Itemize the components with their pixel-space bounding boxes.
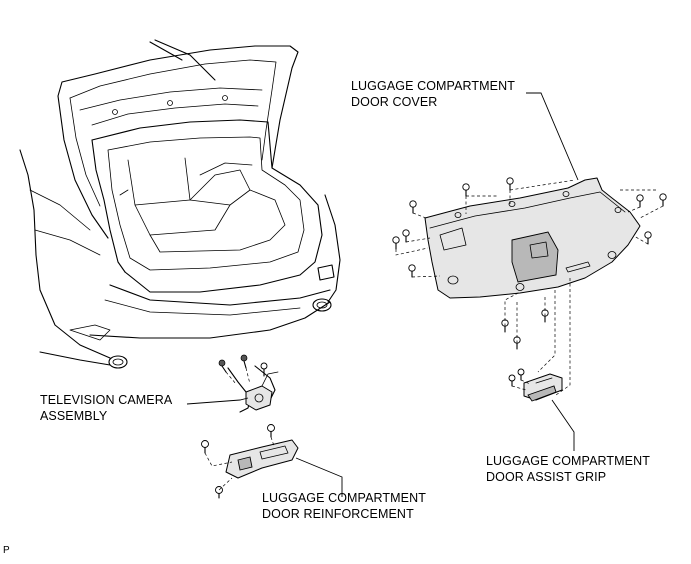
label-camera-line2: ASSEMBLY [40, 409, 108, 423]
label-door-cover: LUGGAGE COMPARTMENT DOOR COVER [351, 78, 515, 110]
label-door-cover-line2: DOOR COVER [351, 95, 438, 109]
label-assist-grip-line1: LUGGAGE COMPARTMENT [486, 454, 650, 468]
label-reinforcement-line1: LUGGAGE COMPARTMENT [262, 491, 426, 505]
reinforcement-part [201, 424, 299, 499]
assist-grip-part [508, 368, 563, 402]
door-cover-guide-lines [395, 179, 664, 396]
leader-lines [186, 92, 579, 497]
door-cover-part [424, 177, 641, 299]
label-door-cover-line1: LUGGAGE COMPARTMENT [351, 79, 515, 93]
label-assist-grip: LUGGAGE COMPARTMENT DOOR ASSIST GRIP [486, 453, 650, 485]
label-reinforcement: LUGGAGE COMPARTMENT DOOR REINFORCEMENT [262, 490, 426, 522]
label-camera-assembly: TELEVISION CAMERA ASSEMBLY [40, 392, 172, 424]
vehicle-rear-illustration [19, 39, 341, 369]
corner-mark: P [3, 545, 10, 556]
label-reinforcement-line2: DOOR REINFORCEMENT [262, 507, 414, 521]
label-camera-line1: TELEVISION CAMERA [40, 393, 173, 407]
camera-assembly-part [218, 354, 279, 413]
label-assist-grip-line2: DOOR ASSIST GRIP [486, 470, 607, 484]
